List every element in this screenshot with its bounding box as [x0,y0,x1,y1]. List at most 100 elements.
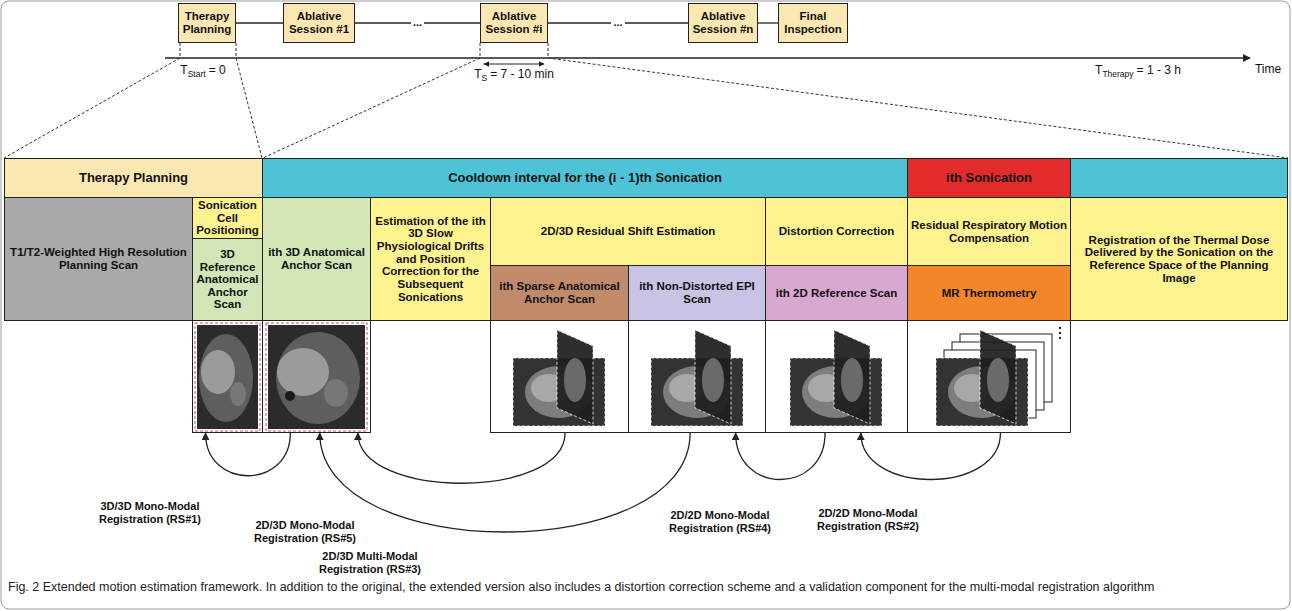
step-cell: Registration of the Thermal Dose Deliver… [1070,197,1288,321]
node-text: Sonication Cell Positioning [195,199,260,237]
node-text: T1/T2-Weighted High Resolution Planning … [7,246,190,271]
node-text: ith Sonication [946,171,1032,185]
registration-arrow [358,433,565,483]
node-text: Ablative Session #i [483,10,545,35]
time-text: Time [1255,62,1281,76]
node-text: ith 3D Anatomical Anchor Scan [265,246,368,271]
cell-fill: Registration of the Thermal Dose Deliver… [1070,197,1288,321]
registration-arrow [320,433,690,532]
node-text: Estimation of the ith 3D Slow Physiologi… [373,215,488,303]
cell-fill: Therapy Planning [4,158,263,198]
edge-label: 2D/3D Multi-Modal Registration (RS#3) [295,550,445,576]
timeline-box: Ablative Session #n [688,3,758,43]
registration-arrow [736,433,825,480]
step-cell: Sonication Cell Positioning [192,197,263,239]
edge-label: 2D/2D Mono-Modal Registration (RS#4) [655,509,785,535]
mr-volume [268,325,365,429]
node-text: Final Inspection [781,10,845,35]
cell-fill: ith Sparse Anatomical Anchor Scan [490,265,629,321]
node-text: MR Thermometry [942,287,1037,300]
cell-fill: Ablative Session #i [480,3,548,43]
image-frame [491,321,629,433]
node-text: ith 2D Reference Scan [776,287,897,300]
cell-fill: ith 3D Anatomical Anchor Scan [262,197,371,321]
registration-arrow [861,433,1001,480]
node-text: Registration of the Thermal Dose Deliver… [1073,234,1285,285]
ellipsis-dot [1059,337,1061,339]
phase-band [1071,159,1288,198]
step-cell: T1/T2-Weighted High Resolution Planning … [4,197,193,321]
step-cell: Estimation of the ith 3D Slow Physiologi… [370,197,491,321]
node-text: Therapy Planning [181,10,233,35]
timeline-link [758,22,778,23]
anatomy [324,379,348,407]
time-text: T [1095,63,1102,77]
edge-label: ... [611,16,624,29]
image-frame [766,321,908,433]
timeline-box: Ablative Session #1 [283,3,355,43]
ellipsis-dot [1059,327,1061,329]
time-label: TTherapy= 1 - 3 h [1095,63,1181,78]
slice-image [936,330,1028,426]
edge-label: 2D/2D Mono-Modal Registration (RS#2) [798,507,938,533]
time-text: = 0 [209,63,226,77]
cell-fill: MR Thermometry [907,265,1071,321]
volume-box [266,323,367,431]
cell-fill: Ablative Session #1 [283,3,355,43]
edge-label: 2D/3D Mono-Modal Registration (RS#5) [235,519,375,545]
node-text: 3D Reference Anatomical Anchor Scan [195,248,260,311]
registration-arrow [205,433,290,476]
cell-fill: 2D/3D Residual Shift Estimation [490,197,766,266]
step-cell: ith Sparse Anatomical Anchor Scan [490,265,629,433]
step-cell: Residual Respiratory Motion Compensation [907,197,1071,266]
ellipsis-dot [1059,332,1061,334]
edge-label: ... [411,16,424,29]
timeline-link [236,22,283,23]
phase-band: Therapy Planning [4,158,263,198]
subscript: Start [188,69,206,79]
step-cell: ith 2D Reference Scan [765,265,908,433]
step-cell: 2D/3D Residual Shift Estimation [490,197,766,266]
figure-caption: Fig. 2 Extended motion estimation framew… [8,580,1284,595]
node-text: Ablative Session #1 [286,10,352,35]
timeline-box: Final Inspection [778,3,848,43]
zoom-line [236,43,262,158]
subscript: S [481,73,487,83]
timeline-box: Ablative Session #i [480,3,548,43]
cell-fill: Ablative Session #n [688,3,758,43]
step-cell: MR Thermometry [907,265,1071,433]
cell-fill: Estimation of the ith 3D Slow Physiologi… [370,197,491,321]
time-axis [165,57,1250,58]
phase-band: Cooldown interval for the (i - 1)th Soni… [262,158,908,198]
cell-fill: Cooldown interval for the (i - 1)th Soni… [262,158,908,198]
time-label: Time [1255,62,1281,76]
subscript: Therapy [1102,69,1133,79]
time-text: T [474,67,481,81]
node-text: 2D/3D Residual Shift Estimation [541,225,715,238]
cell-fill: ith Non-Distorted EPI Scan [628,265,766,321]
cell-fill: Distortion Correction [765,197,908,266]
zoom-line [4,43,180,158]
step-cell: 3D Reference Anatomical Anchor Scan [192,238,263,433]
liver [277,348,329,396]
cell-fill: Final Inspection [778,3,848,43]
node-text: Residual Respiratory Motion Compensation [910,219,1068,244]
edge-label: 3D/3D Mono-Modal Registration (RS#1) [70,500,230,526]
zoom-line [263,43,480,158]
cell-fill: Therapy Planning [178,3,236,43]
phase-band: ith Sonication [907,158,1071,198]
node-text: Distortion Correction [779,225,895,238]
node-text: Cooldown interval for the (i - 1)th Soni… [448,171,722,185]
cell-fill: ith 2D Reference Scan [765,265,908,321]
time-label: TStart= 0 [180,63,225,78]
duration-arrow [484,64,544,65]
volume-box [195,323,260,431]
node-text: ith Sparse Anatomical Anchor Scan [493,280,626,305]
timeline-box: Therapy Planning [178,3,236,43]
node-text: ith Non-Distorted EPI Scan [631,280,763,305]
slice-image [513,330,605,426]
cell-fill: 3D Reference Anatomical Anchor Scan [192,238,263,321]
